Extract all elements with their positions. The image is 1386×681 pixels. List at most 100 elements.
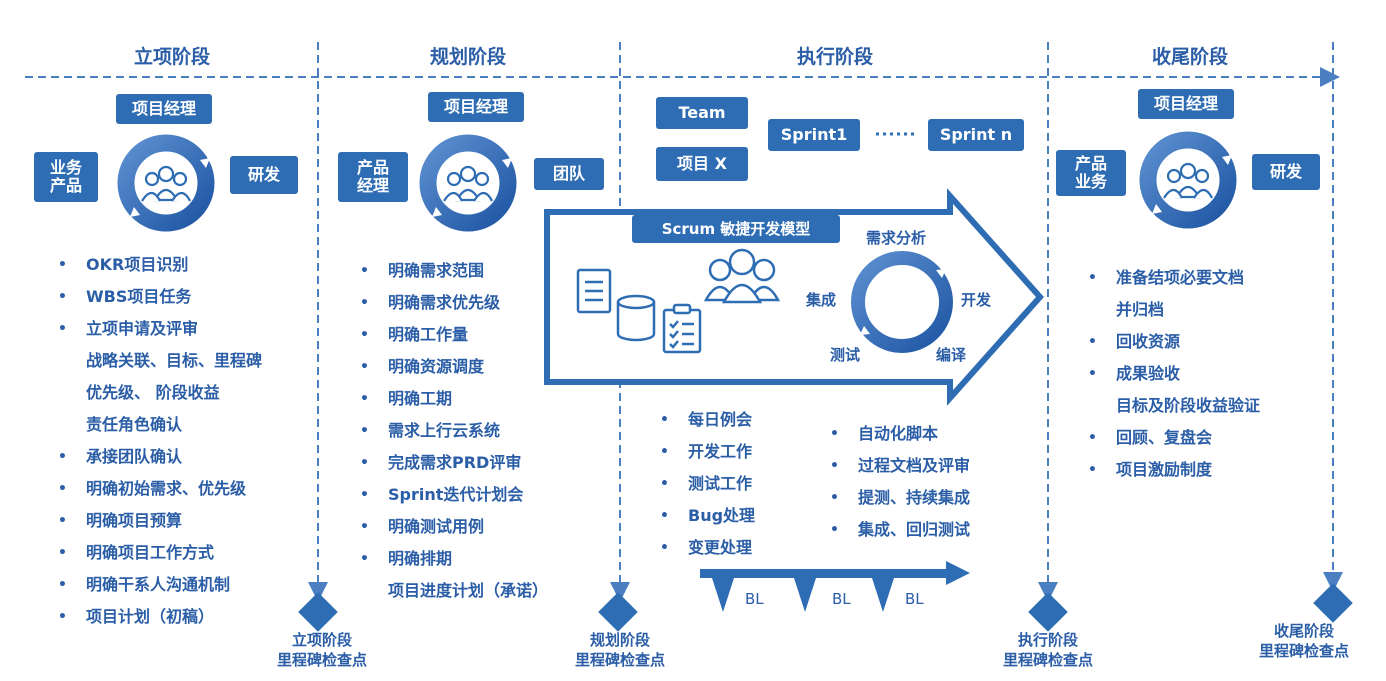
list-item-text: 每日例会 bbox=[688, 410, 753, 429]
bullet-dot: • bbox=[58, 481, 67, 497]
list-item: •每日例会 bbox=[660, 404, 755, 436]
bullet-dot: • bbox=[1088, 270, 1097, 286]
list-item: •项目激励制度 bbox=[1088, 454, 1260, 486]
bullet-dot: • bbox=[360, 519, 369, 535]
bullet-dot: • bbox=[58, 257, 67, 273]
bullet-dot: • bbox=[58, 545, 67, 561]
execution-task-list-left: •每日例会 •开发工作 •测试工作 •Bug处理 •变更处理 bbox=[660, 404, 756, 564]
milestone-label-line: 里程碑检查点 bbox=[276, 651, 367, 669]
milestone-label-line: 执行阶段 bbox=[1017, 631, 1078, 649]
role-box-product-manager: 产品 经理 bbox=[338, 152, 408, 202]
list-item: 战略关联、目标、里程碑 bbox=[86, 345, 262, 377]
list-item: • 回收资源 bbox=[1088, 326, 1260, 358]
bullet-dot: • bbox=[360, 327, 369, 343]
bullet-dot: • bbox=[360, 423, 369, 439]
team-people-icon bbox=[703, 248, 781, 304]
list-item: • 明确工作量 bbox=[360, 319, 548, 351]
bullet-dot: • bbox=[360, 391, 369, 407]
list-item-text: 明确初始需求、优先级 bbox=[86, 479, 247, 498]
list-item: •变更处理 bbox=[660, 532, 755, 564]
bullet-dot: • bbox=[660, 476, 669, 492]
role-box-team: 团队 bbox=[534, 158, 604, 190]
list-item: •完成需求PRD评审 bbox=[360, 447, 548, 479]
list-item-text: 完成需求PRD评审 bbox=[388, 453, 522, 472]
scrum-model-title: Scrum 敏捷开发模型 bbox=[632, 215, 840, 243]
milestone-diamond-4 bbox=[1313, 583, 1353, 623]
milestone-label-initiation: 立项阶段 里程碑检查点 bbox=[242, 630, 402, 670]
bullet-dot: • bbox=[360, 295, 369, 311]
role-box-dev: 研发 bbox=[1252, 154, 1320, 190]
list-item: •明确工期 bbox=[360, 383, 548, 415]
list-item: •测试工作 bbox=[660, 468, 755, 500]
list-item-text: 明确测试用例 bbox=[388, 517, 485, 536]
list-item: • 集成、回归测试 bbox=[830, 514, 971, 546]
baseline-timeline bbox=[700, 561, 970, 612]
project-x-box: 项目 X bbox=[656, 147, 748, 181]
role-box-project-manager: 项目经理 bbox=[116, 94, 212, 124]
milestone-label-line: 里程碑检查点 bbox=[1002, 651, 1093, 669]
planning-task-list: •明确需求范围 •明确需求优先级 •明确工作量 •明确资源调度 •明确工期 •需… bbox=[360, 255, 549, 607]
list-item: •WBS项目任务 bbox=[58, 281, 262, 313]
list-item-text: 成果验收 bbox=[1116, 364, 1181, 383]
list-item: • 明确初始需求、优先级 bbox=[58, 473, 262, 505]
phase-title-closing: 收尾阶段 bbox=[1151, 46, 1228, 68]
bullet-dot: • bbox=[360, 551, 369, 567]
bullet-dot: • bbox=[830, 522, 839, 538]
baseline-label: BL bbox=[832, 590, 851, 608]
list-item-text: 集成、回归测试 bbox=[858, 520, 971, 539]
scrum-cycle-ring bbox=[851, 251, 953, 353]
list-item-text: 明确资源调度 bbox=[388, 357, 485, 376]
milestone-label-closing: 收尾阶段 里程碑检查点 bbox=[1224, 621, 1384, 661]
milestone-diamond-1 bbox=[298, 592, 338, 632]
cycle-label-compile: 编译 bbox=[936, 346, 967, 364]
bullet-dot: • bbox=[58, 449, 67, 465]
bullet-dot: • bbox=[830, 426, 839, 442]
cycle-label-requirements: 需求分析 bbox=[866, 229, 927, 247]
list-item: 优先级、 阶段收益 bbox=[86, 377, 262, 409]
list-item-text: 自动化脚本 bbox=[858, 424, 939, 443]
list-item-text: 项目进度计划（承诺） bbox=[388, 581, 549, 600]
list-item-text: Bug处理 bbox=[688, 506, 756, 525]
list-item: •明确干系人沟通机制 bbox=[58, 569, 262, 601]
list-item-text: 战略关联、目标、里程碑 bbox=[86, 351, 263, 370]
baseline-label: BL bbox=[745, 590, 764, 608]
bullet-dot: • bbox=[830, 490, 839, 506]
bullet-dot: • bbox=[360, 487, 369, 503]
list-item: •立项申请及评审 bbox=[58, 313, 262, 345]
document-icon bbox=[576, 268, 612, 314]
list-item-text: OKR项目识别 bbox=[86, 255, 189, 274]
cycle-label-integrate: 集成 bbox=[806, 291, 837, 309]
list-item: •项目计划（初稿） bbox=[58, 601, 262, 633]
milestone-label-line: 立项阶段 bbox=[291, 631, 352, 649]
list-item-text: 承接团队确认 bbox=[86, 447, 183, 466]
bullet-dot: • bbox=[58, 513, 67, 529]
list-item: •Bug处理 bbox=[660, 500, 756, 532]
milestone-diamond-3 bbox=[1028, 592, 1068, 632]
list-item: 责任角色确认 bbox=[86, 409, 262, 441]
cycle-label-develop: 开发 bbox=[961, 291, 992, 309]
list-item: • 承接团队确认 bbox=[58, 441, 262, 473]
list-item-text: 准备结项必要文档 bbox=[1116, 268, 1245, 287]
team-cycle-icon-2 bbox=[419, 134, 517, 232]
checklist-icon bbox=[662, 303, 702, 354]
list-item: 目标及阶段收益验证 bbox=[1116, 390, 1260, 422]
list-item: • 自动化脚本 bbox=[830, 418, 970, 450]
bullet-dot: • bbox=[1088, 334, 1097, 350]
list-item-text: 明确需求范围 bbox=[388, 261, 485, 280]
baseline-marker-3 bbox=[872, 578, 894, 612]
list-item-text: WBS项目任务 bbox=[86, 287, 192, 306]
role-box-project-manager: 项目经理 bbox=[428, 92, 524, 122]
list-item-text: 目标及阶段收益验证 bbox=[1116, 396, 1261, 415]
list-item-text: 明确干系人沟通机制 bbox=[86, 575, 231, 594]
list-item: •明确资源调度 bbox=[360, 351, 548, 383]
list-item-text: 明确工作量 bbox=[388, 325, 469, 344]
bullet-dot: • bbox=[1088, 430, 1097, 446]
bullet-dot: • bbox=[58, 609, 67, 625]
list-item: •明确项目预算 bbox=[58, 505, 262, 537]
list-item-text: 回收资源 bbox=[1116, 332, 1181, 351]
list-item: •明确排期 bbox=[360, 543, 548, 575]
list-item-text: 责任角色确认 bbox=[86, 415, 183, 434]
list-item-text: 项目激励制度 bbox=[1116, 460, 1213, 479]
list-item: •回顾、复盘会 bbox=[1088, 422, 1260, 454]
